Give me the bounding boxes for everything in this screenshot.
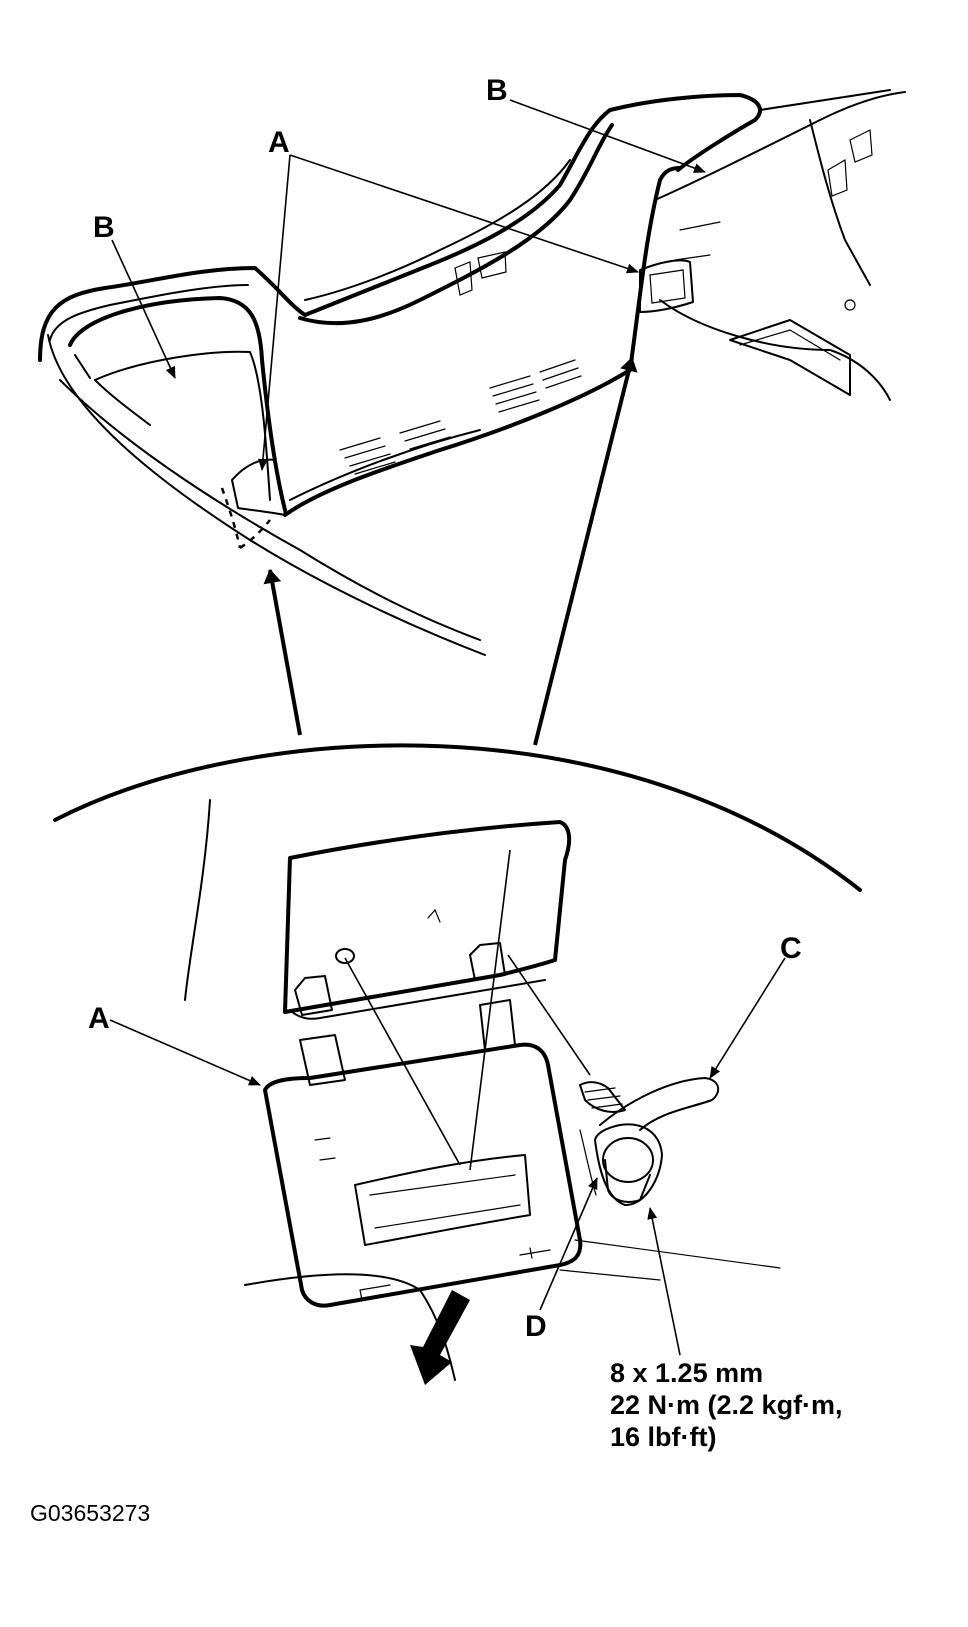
callout-a-top: A bbox=[268, 126, 290, 159]
callout-b-left: B bbox=[93, 211, 115, 244]
callout-c: C bbox=[780, 932, 802, 965]
detail-view-drawing bbox=[53, 743, 862, 1381]
bolt-torque-line1: 22 N·m (2.2 kgf·m, bbox=[610, 1390, 843, 1420]
callout-a-bottom: A bbox=[88, 1002, 110, 1035]
down-left-arrow-icon bbox=[410, 1290, 470, 1385]
callout-b-right: B bbox=[486, 74, 508, 107]
callout-d: D bbox=[525, 1310, 547, 1343]
bolt-size-label: 8 x 1.25 mm bbox=[610, 1358, 763, 1388]
figure-id: G03653273 bbox=[30, 1500, 150, 1526]
trunk-assembly-drawing bbox=[38, 89, 906, 746]
bolt-torque-line2: 16 lbf·ft) bbox=[610, 1422, 716, 1452]
